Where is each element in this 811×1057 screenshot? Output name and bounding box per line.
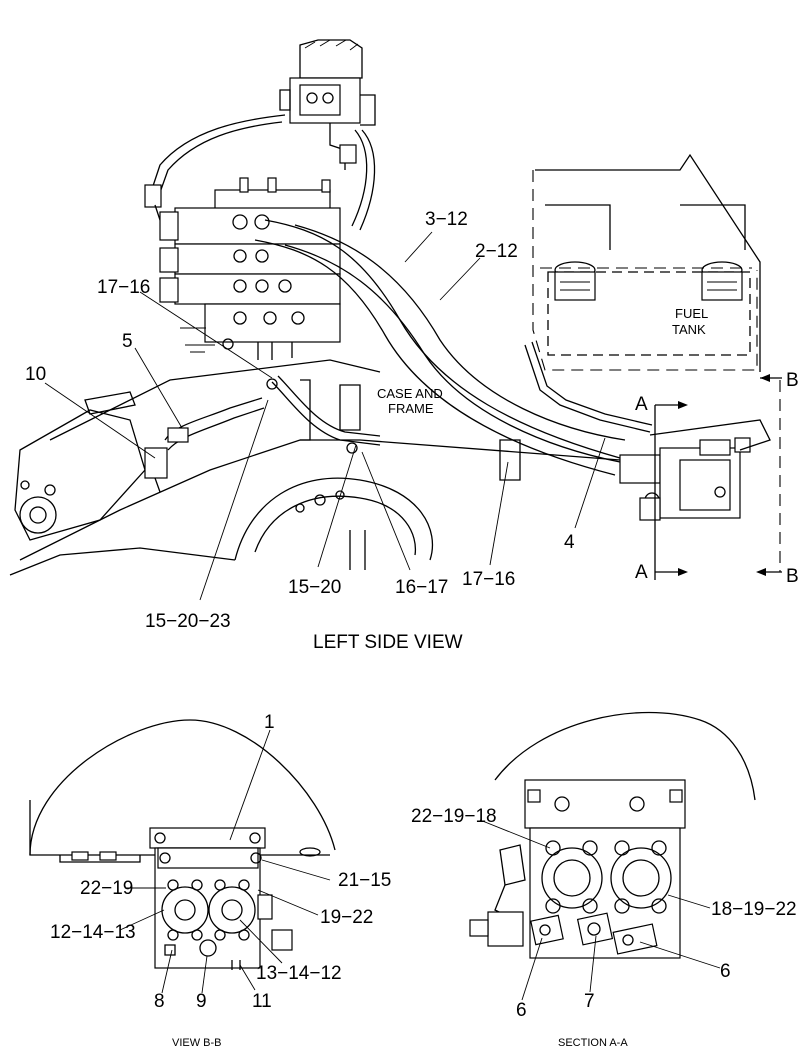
case-and-frame: CASE AND FRAME [9, 359, 621, 576]
fuel-tank: FUEL TANK [532, 153, 771, 451]
section-a-bottom-label: A [635, 562, 648, 583]
left-side-leaders [44, 231, 606, 601]
callout-17-16-top: 17−16 [97, 277, 150, 298]
callout-10: 10 [25, 364, 46, 385]
section-b-bottom-label: B [786, 566, 799, 587]
callout-2-12: 2−12 [475, 241, 518, 262]
callout-8: 8 [154, 991, 165, 1012]
right-valve-block [619, 437, 751, 521]
section-a-top-label: A [635, 394, 648, 415]
hose-3-12 [254, 219, 621, 476]
callout-4: 4 [564, 532, 575, 553]
callout-17-16-bottom: 17−16 [462, 569, 515, 590]
view-b-b: 1 21−15 22−19 19−22 12−14−13 13−14−12 8 … [29, 712, 391, 1049]
callout-15-20-23: 15−20−23 [145, 611, 231, 632]
section-b-marker: B B [756, 370, 799, 587]
pump-assembly [14, 391, 168, 541]
callout-22-19: 22−19 [80, 878, 133, 899]
callout-16-17: 16−17 [395, 577, 448, 598]
main-control-valve [159, 177, 341, 360]
callout-1: 1 [264, 712, 275, 733]
callout-3-12: 3−12 [425, 209, 468, 230]
section-b-top-label: B [786, 370, 799, 391]
callout-19-22: 19−22 [320, 907, 373, 928]
callout-7: 7 [584, 991, 595, 1012]
callout-22-19-18: 22−19−18 [411, 806, 497, 827]
callout-18-19-22: 18−19−22 [711, 899, 797, 920]
hose-2-12 [284, 224, 626, 463]
pilot-valve-assembly [279, 39, 376, 170]
callout-12-14-13: 12−14−13 [50, 922, 136, 943]
callout-6-right: 6 [720, 961, 731, 982]
section-a-marker: A A [635, 394, 688, 583]
callout-9: 9 [196, 991, 207, 1012]
callout-21-15: 21−15 [338, 870, 391, 891]
section-a-a: 22−19−18 18−19−22 6 7 6 SECTION A-A [411, 711, 797, 1049]
callout-15-20: 15−20 [288, 577, 341, 598]
fuel-tank-label-line2: TANK [672, 322, 706, 337]
callout-6-left: 6 [516, 1000, 527, 1021]
view-b-b-title: VIEW B-B [172, 1037, 222, 1049]
case-frame-label-line2: FRAME [388, 401, 434, 416]
fuel-tank-label-line1: FUEL [675, 306, 708, 321]
section-a-a-title: SECTION A-A [558, 1037, 628, 1049]
left-side-view-title: LEFT SIDE VIEW [313, 632, 463, 653]
callout-5: 5 [122, 331, 133, 352]
left-side-view: FUEL TANK CASE AND FRAME [9, 39, 799, 653]
case-frame-label-line1: CASE AND [377, 386, 443, 401]
callout-11: 11 [252, 991, 272, 1012]
callout-13-14-12: 13−14−12 [256, 963, 342, 984]
tube-4 [524, 344, 651, 433]
